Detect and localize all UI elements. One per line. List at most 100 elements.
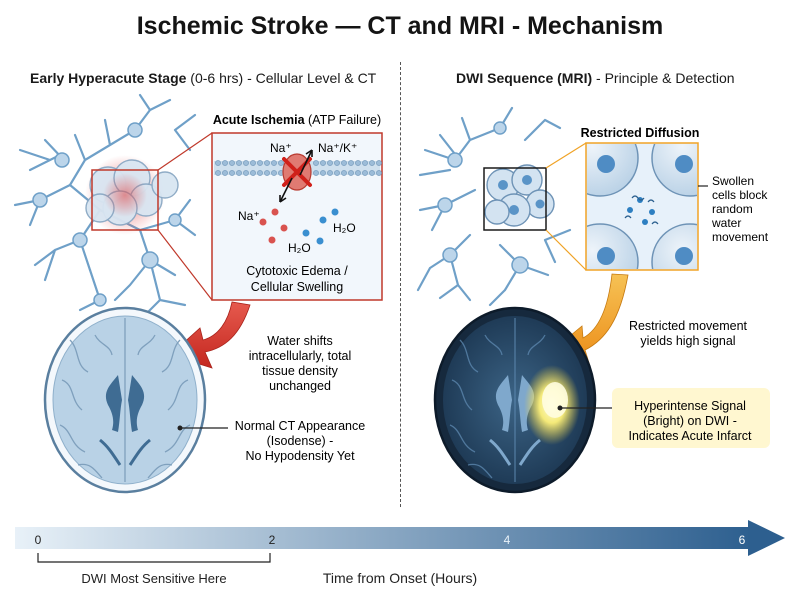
membrane-head — [327, 160, 333, 166]
label-nak: Na⁺/K⁺ — [318, 141, 357, 155]
sensitivity-bracket — [37, 553, 271, 563]
membrane-head — [369, 170, 375, 176]
page-title: Ischemic Stroke — CT and MRI - Mechanism — [136, 12, 664, 40]
membrane-head — [222, 160, 228, 166]
membrane-head — [320, 160, 326, 166]
restricted-line-1: Restricted movement — [629, 319, 748, 333]
tick-2: 2 — [269, 533, 276, 547]
membrane-head — [264, 160, 270, 166]
label-na-top: Na⁺ — [270, 141, 292, 155]
membrane-head — [341, 160, 347, 166]
timeline-axis-label: Time from Onset (Hours) — [323, 570, 477, 586]
left-panel-heading: Early Hyperacute Stage (0-6 hrs) - Cellu… — [30, 70, 376, 86]
hyper-line-3: Indicates Acute Infarct — [629, 429, 753, 443]
membrane-head — [320, 170, 326, 176]
membrane-head — [376, 170, 382, 176]
membrane-head — [264, 170, 270, 176]
swollen-line-4: water — [711, 216, 741, 230]
hyper-highlight-box — [612, 388, 770, 448]
shift-line-2: intracellularly, total — [249, 349, 352, 363]
membrane-head — [250, 170, 256, 176]
membrane-head — [334, 170, 340, 176]
membrane-head — [250, 160, 256, 166]
membrane-head — [362, 170, 368, 176]
bracket-label: DWI Most Sensitive Here — [81, 571, 226, 586]
inset-title-left: Acute Ischemia (ATP Failure) — [213, 113, 381, 127]
swollen-line-2: cells block — [712, 188, 768, 202]
nak-arrow — [299, 149, 313, 176]
neuron-cluster-right — [416, 106, 572, 307]
shift-line-3: tissue density — [262, 364, 338, 378]
hyper-line-2: (Bright) on DWI - — [643, 414, 737, 428]
swollen-line-5: movement — [712, 230, 769, 244]
swollen-cells-right — [484, 164, 555, 227]
inset-title-right: Restricted Diffusion — [581, 126, 700, 140]
right-panel-heading: DWI Sequence (MRI) - Principle & Detecti… — [456, 70, 735, 86]
label-h2o-b: H₂O — [288, 241, 311, 255]
swollen-line-3: random — [712, 202, 753, 216]
right-heading-rest: - Principle & Detection — [592, 70, 735, 86]
membrane-head — [236, 160, 242, 166]
membrane-head — [355, 170, 361, 176]
zoom-box-left — [91, 169, 159, 231]
membrane-head — [376, 160, 382, 166]
shift-line-4: unchanged — [269, 379, 331, 393]
membrane-head — [229, 170, 235, 176]
brain-mri-dwi — [433, 306, 597, 494]
membrane-head — [362, 160, 368, 166]
membrane-head — [348, 160, 354, 166]
left-heading-rest: (0-6 hrs) - Cellular Level & CT — [186, 70, 377, 86]
zoom-box-right — [483, 167, 547, 231]
timeline-bar — [15, 527, 750, 549]
membrane-head — [313, 170, 319, 176]
left-heading-bold: Early Hyperacute Stage — [30, 70, 187, 86]
panel-divider — [400, 62, 401, 507]
tick-0: 0 — [35, 533, 42, 547]
brain-ct-normal — [43, 306, 207, 494]
edema-line-2: Cellular Swelling — [251, 280, 343, 294]
cell-nuclei-right — [498, 175, 545, 215]
zoom-connector-right — [545, 142, 587, 271]
ct-line-3: No Hypodensity Yet — [245, 449, 355, 463]
hyper-line-1: Hyperintense Signal — [634, 399, 746, 413]
membrane-head — [271, 160, 277, 166]
shift-line-1: Water shifts — [267, 334, 333, 348]
ct-line-1: Normal CT Appearance — [235, 419, 365, 433]
neuron-somas-right — [437, 121, 529, 274]
membrane-head — [215, 170, 221, 176]
membrane-head — [236, 170, 242, 176]
membrane-head — [243, 170, 249, 176]
membrane-head — [257, 170, 263, 176]
membrane-head — [348, 170, 354, 176]
trapped-water-icon — [624, 195, 659, 225]
tick-6: 6 — [739, 533, 746, 547]
timeline-arrowhead — [748, 520, 785, 556]
zoom-connector-left — [157, 132, 213, 301]
membrane-head — [278, 160, 284, 166]
membrane-head — [257, 160, 263, 166]
right-heading-bold: DWI Sequence (MRI) — [456, 70, 593, 86]
label-h2o-a: H₂O — [333, 221, 356, 235]
membrane-head — [369, 160, 375, 166]
membrane-head — [243, 160, 249, 166]
na-influx-arrow — [279, 177, 293, 203]
membrane-head — [215, 160, 221, 166]
membrane-head — [355, 160, 361, 166]
membrane-head — [334, 160, 340, 166]
edema-line-1: Cytotoxic Edema / — [246, 264, 348, 278]
sodium-ions — [259, 208, 288, 244]
water-molecules — [302, 208, 339, 245]
neuron-somas-left — [32, 122, 182, 307]
timeline: 0 2 4 6 DWI Most Sensitive Here Time fro… — [15, 520, 785, 586]
membrane-head — [222, 170, 228, 176]
inset-cells-right — [587, 144, 697, 269]
membrane-head — [341, 170, 347, 176]
restricted-line-2: yields high signal — [640, 334, 735, 348]
membrane-head — [271, 170, 277, 176]
membrane-head — [313, 160, 319, 166]
label-na-left: Na⁺ — [238, 209, 260, 223]
membrane-head — [327, 170, 333, 176]
membrane-head — [229, 160, 235, 166]
tick-4: 4 — [504, 533, 511, 547]
